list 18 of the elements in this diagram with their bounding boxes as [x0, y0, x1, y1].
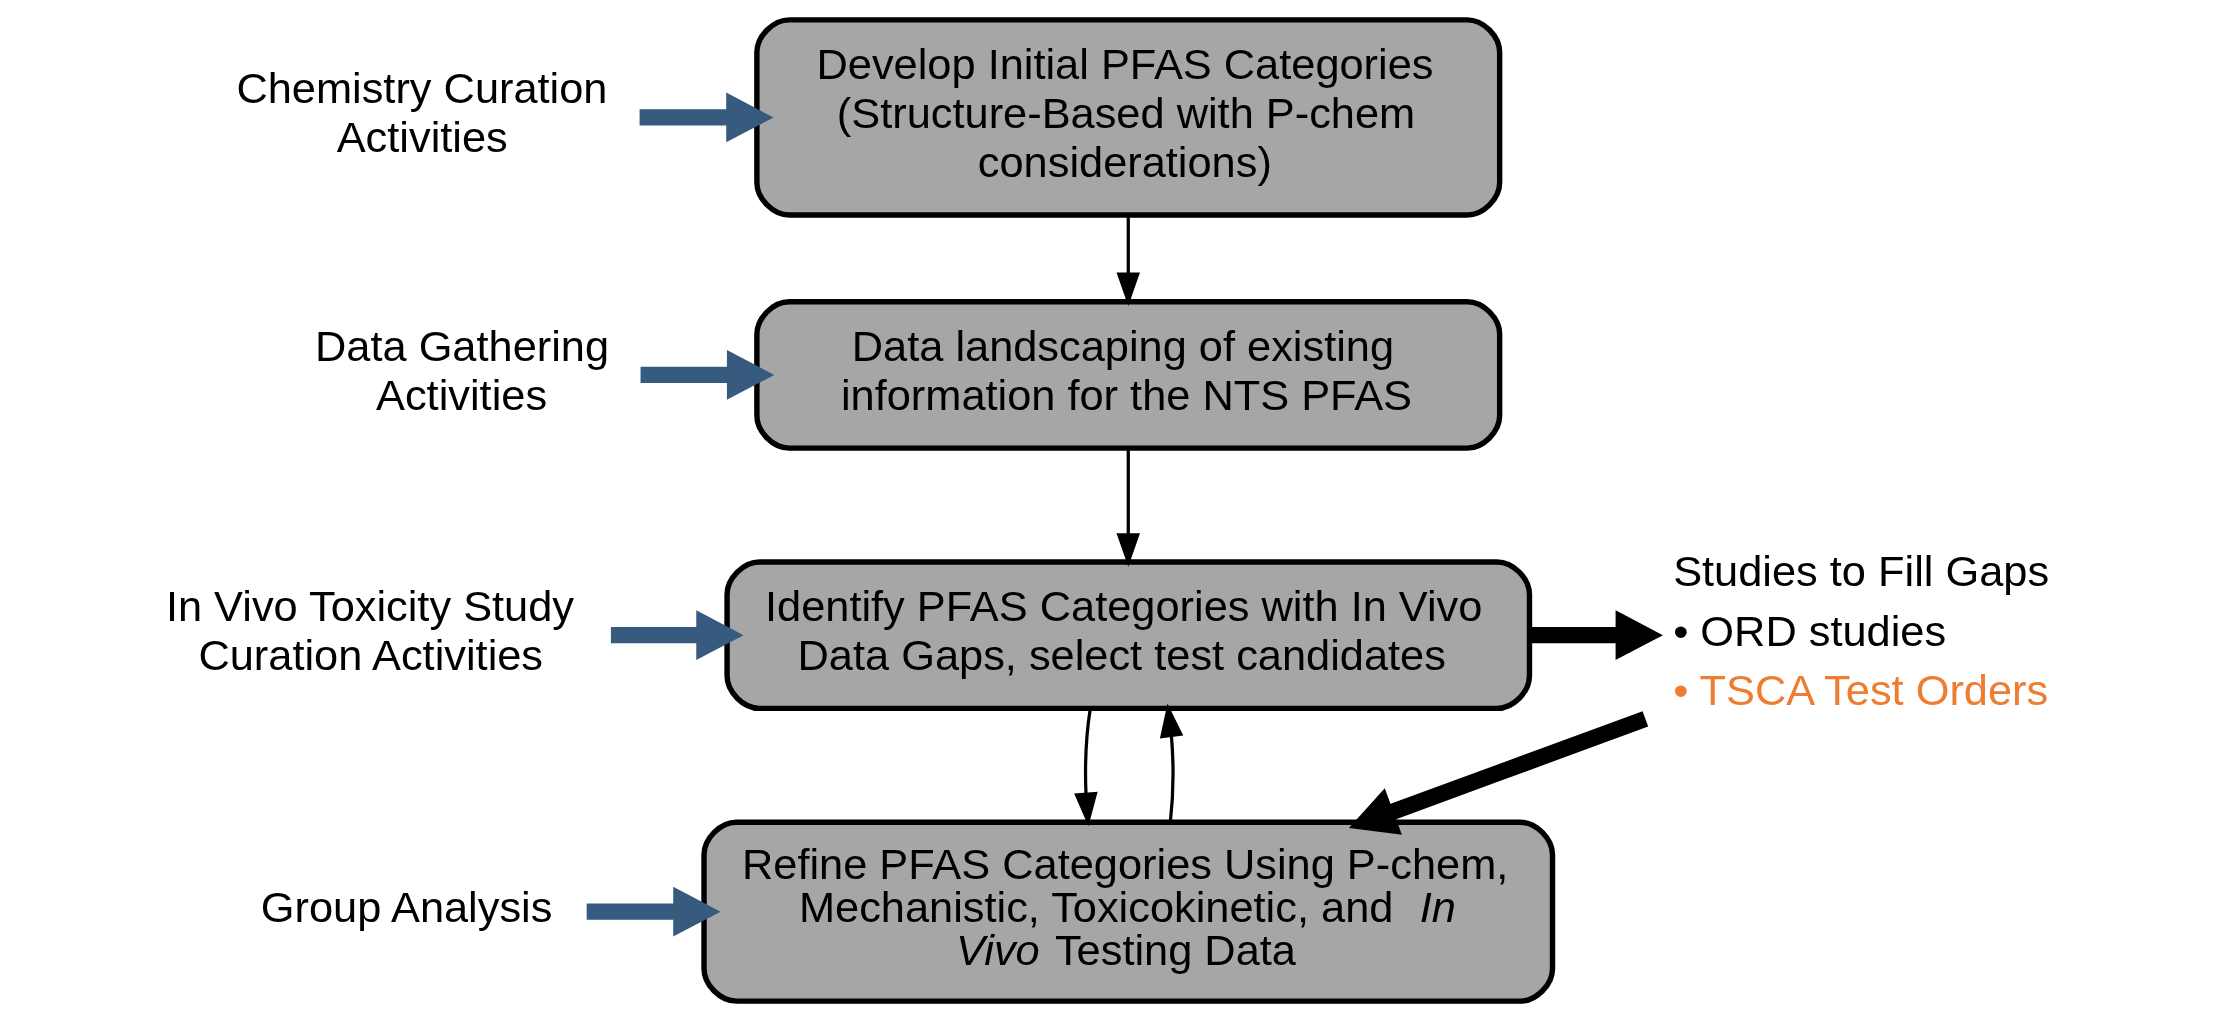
node-text: Data Gathering Activities [315, 321, 610, 419]
arrow [1159, 703, 1184, 822]
node-box: Data landscaping of existing information for the NTS PFAS [754, 298, 1503, 451]
node-text: Studies to Fill Gaps • ORD studies • TSCA Test Orders [1673, 546, 2050, 714]
node-box: Refine PFAS Categories Using P-chem, Mechanistic, Toxicokinetic, and In Vivo Testing Data [701, 819, 1556, 1004]
arrow [640, 349, 775, 400]
arrow [586, 886, 721, 937]
node-text: In Vivo Toxicity Study Curation Activities [165, 581, 575, 679]
arrow [1116, 214, 1141, 306]
arrow [639, 92, 774, 142]
node-text: Group Analysis [260, 882, 553, 931]
arrow [1116, 448, 1141, 567]
arrow [1530, 609, 1663, 660]
arrow [1348, 710, 1649, 835]
arrow [610, 609, 744, 660]
node-box: Identify PFAS Categories with In Vivo Data Gaps, select test candidates [724, 558, 1533, 711]
node-text: Chemistry Curation Activities [236, 63, 608, 161]
node-box: Develop Initial PFAS Categories (Structure-Based with P-chem considerations) [754, 16, 1503, 218]
